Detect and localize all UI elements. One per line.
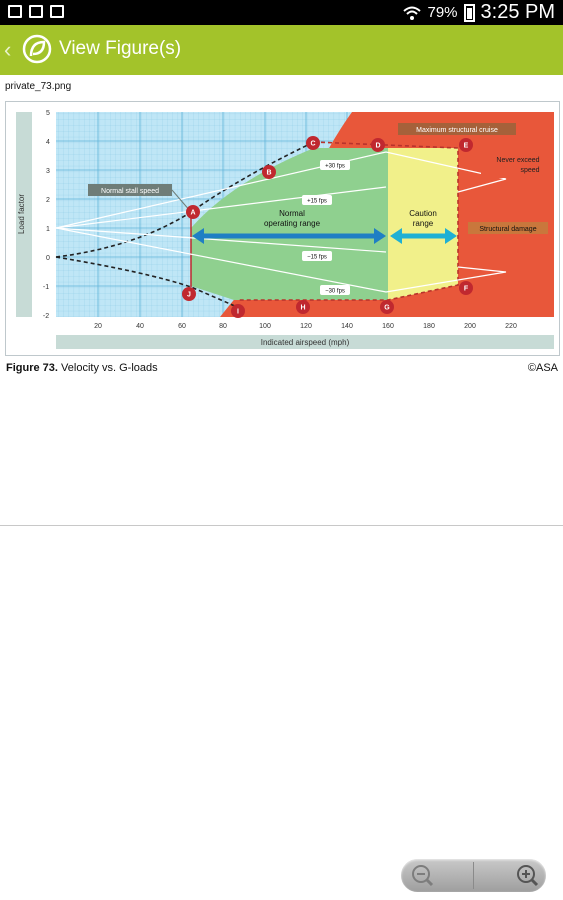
- point-i: I: [237, 309, 239, 316]
- figure-number: Figure 73.: [6, 362, 58, 374]
- battery-icon: [463, 3, 475, 22]
- caution-range-label-1: Caution: [409, 209, 437, 218]
- photo-icon: [50, 5, 64, 18]
- gust-label-plus15: +15 fps: [307, 199, 327, 205]
- x-tick: 220: [505, 323, 517, 330]
- zoom-in-button[interactable]: [474, 859, 546, 892]
- gallery-icon: [8, 5, 22, 18]
- x-tick: 60: [178, 323, 186, 330]
- point-c: C: [310, 141, 315, 148]
- point-d: D: [375, 143, 380, 150]
- app-bar: ‹ View Figure(s): [0, 25, 563, 75]
- x-tick: 120: [300, 323, 312, 330]
- leaf-logo-icon[interactable]: [22, 34, 52, 64]
- mail-icon: [29, 5, 43, 18]
- page-title: View Figure(s): [59, 38, 182, 59]
- normal-range-label-2: operating range: [264, 219, 321, 228]
- point-h: H: [300, 305, 305, 312]
- max-structural-cruise-label: Maximum structural cruise: [416, 127, 498, 134]
- x-tick: 140: [341, 323, 353, 330]
- never-exceed-label-1: Never exceed: [496, 157, 539, 164]
- zoom-out-icon: [412, 865, 434, 887]
- never-exceed-label-2: speed: [520, 167, 539, 174]
- x-tick: 80: [219, 323, 227, 330]
- x-tick: 160: [382, 323, 394, 330]
- figure-credit: ©ASA: [527, 362, 558, 374]
- caution-range-label-2: range: [413, 219, 434, 228]
- point-e: E: [464, 143, 469, 150]
- point-f: F: [464, 286, 469, 293]
- y-axis-label: Load factor: [17, 194, 26, 234]
- caution-zone: [388, 148, 458, 300]
- y-axis-label-band: [16, 112, 32, 317]
- x-tick: 40: [136, 323, 144, 330]
- zoom-control: [401, 859, 546, 892]
- gust-label-minus15: −15 fps: [307, 255, 327, 261]
- status-bar: 79% 3:25 PM: [0, 0, 563, 25]
- gust-label-minus30: −30 fps: [325, 289, 345, 295]
- file-name: private_73.png: [5, 81, 72, 92]
- x-tick: 100: [259, 323, 271, 330]
- figure-caption: Figure 73. Velocity vs. G-loads: [6, 362, 158, 374]
- point-a: A: [190, 210, 195, 217]
- x-axis-label-band: [56, 335, 554, 349]
- normal-range-label-1: Normal: [279, 209, 305, 218]
- y-tick: 5: [46, 110, 50, 117]
- point-j: J: [187, 292, 191, 299]
- gust-label-plus30: +30 fps: [325, 164, 345, 170]
- x-tick: 200: [464, 323, 476, 330]
- normal-stall-speed-label: Normal stall speed: [101, 188, 159, 195]
- y-tick: 4: [46, 139, 50, 146]
- zoom-in-icon: [517, 865, 539, 887]
- y-tick: 0: [46, 255, 50, 262]
- point-b: B: [266, 170, 271, 177]
- x-axis-label: Indicated airspeed (mph): [261, 338, 350, 347]
- y-tick: -2: [43, 313, 49, 320]
- figure-image: Load factor Indicated airspeed (mph): [5, 101, 560, 356]
- x-tick: 180: [423, 323, 435, 330]
- divider: [0, 525, 563, 526]
- y-tick: 1: [46, 226, 50, 233]
- battery-percent: 79%: [427, 4, 458, 21]
- point-g: G: [384, 305, 390, 312]
- y-tick: -1: [43, 284, 49, 291]
- zoom-out-button[interactable]: [401, 859, 473, 892]
- y-tick: 3: [46, 168, 50, 175]
- figure-caption-text: Velocity vs. G-loads: [61, 362, 158, 374]
- clock: 3:25 PM: [480, 1, 555, 23]
- chevron-left-icon[interactable]: ‹: [4, 37, 12, 62]
- structural-damage-label: Structural damage: [479, 226, 536, 233]
- wifi-icon: [403, 6, 422, 20]
- normal-stall-speed-callout: [88, 184, 172, 196]
- max-structural-cruise-callout: [398, 123, 516, 135]
- x-tick: 20: [94, 323, 102, 330]
- y-tick: 2: [46, 197, 50, 204]
